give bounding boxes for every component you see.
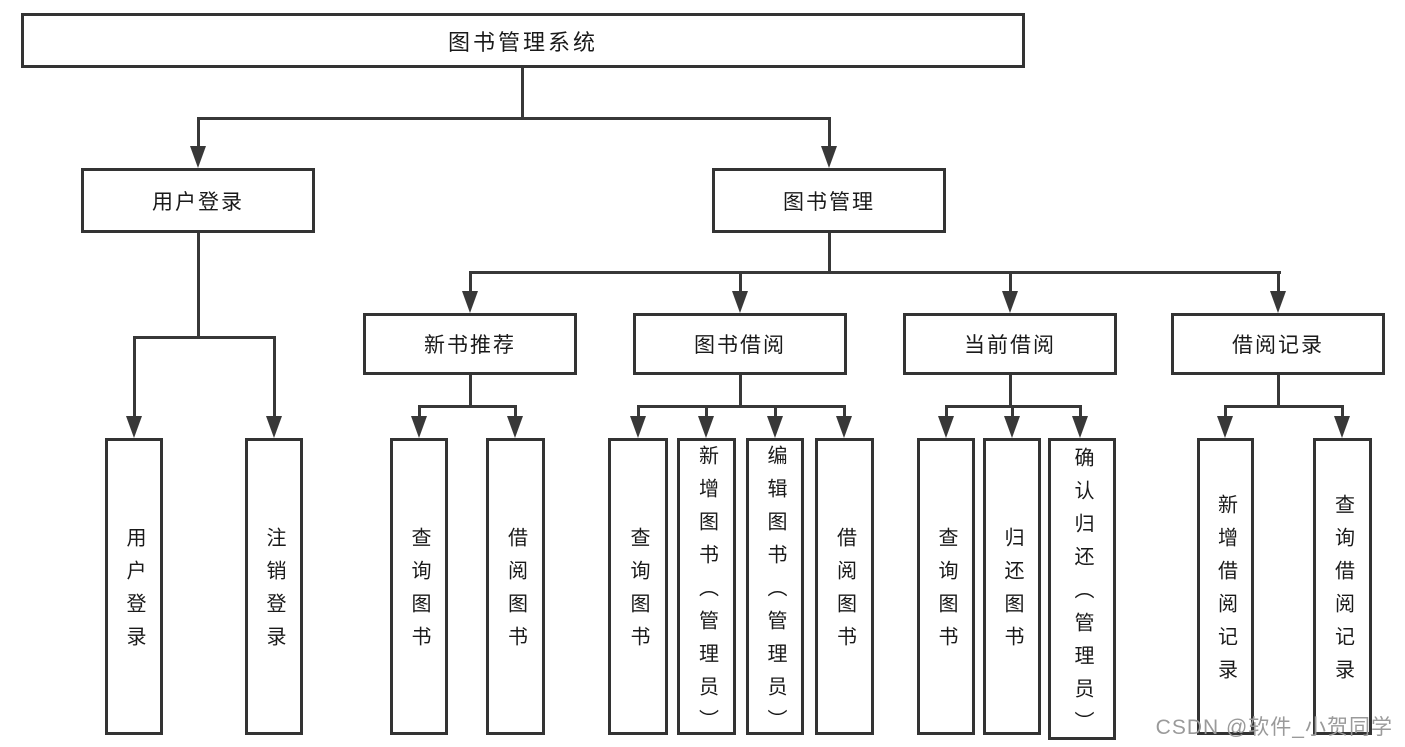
connector-line <box>469 375 472 408</box>
leaf-bb-edit-books-admin-label: 编辑图书（管理员） <box>764 444 786 742</box>
leaf-user-login: 用户登录 <box>105 438 163 735</box>
connector-line <box>1224 405 1344 408</box>
connector-line <box>774 405 777 420</box>
connector-line <box>469 271 1281 274</box>
connector-line <box>637 405 846 408</box>
connector-line <box>197 117 831 120</box>
arrowhead-down-icon <box>821 146 837 168</box>
leaf-logout: 注销登录 <box>245 438 303 735</box>
leaf-cb-return-books: 归还图书 <box>983 438 1041 735</box>
connector-line <box>514 405 517 420</box>
leaf-bb-borrow-books-label: 借阅图书 <box>833 527 856 659</box>
connector-line <box>828 233 831 274</box>
leaf-bb-add-books-admin: 新增图书（管理员） <box>677 438 736 742</box>
leaf-nbr-query-books: 查询图书 <box>390 438 448 735</box>
connector-line <box>739 271 742 296</box>
connector-line <box>1341 405 1344 420</box>
arrowhead-down-icon <box>507 416 523 438</box>
leaf-br-query-record: 查询借阅记录 <box>1313 438 1372 735</box>
arrowhead-down-icon <box>462 291 478 313</box>
node-user-login: 用户登录 <box>81 168 315 233</box>
connector-line <box>1009 271 1012 296</box>
csdn-watermark: CSDN @软件_小贺同学 <box>1155 716 1393 739</box>
leaf-logout-label: 注销登录 <box>263 527 285 659</box>
connector-line <box>637 405 640 420</box>
connector-line <box>1277 375 1280 408</box>
node-book-borrow: 图书借阅 <box>633 313 847 375</box>
connector-line <box>1224 405 1227 420</box>
leaf-cb-query-books-label: 查询图书 <box>935 527 957 659</box>
connector-line <box>828 117 831 150</box>
node-new-book-recommend: 新书推荐 <box>363 313 577 375</box>
node-root-label: 图书管理系统 <box>447 29 598 55</box>
connector-line <box>418 405 421 420</box>
leaf-nbr-borrow-books-label: 借阅图书 <box>504 527 527 659</box>
node-book-management-label: 图书管理 <box>783 190 875 214</box>
arrowhead-down-icon <box>1004 416 1020 438</box>
arrowhead-down-icon <box>698 416 714 438</box>
arrowhead-down-icon <box>411 416 427 438</box>
arrowhead-down-icon <box>836 416 852 438</box>
leaf-bb-borrow-books: 借阅图书 <box>815 438 874 735</box>
leaf-bb-edit-books-admin: 编辑图书（管理员） <box>746 438 804 742</box>
leaf-br-add-record-label: 新增借阅记录 <box>1214 494 1237 692</box>
connector-line <box>469 271 472 296</box>
connector-line <box>1277 271 1280 296</box>
arrowhead-down-icon <box>1334 416 1350 438</box>
node-borrow-records-label: 借阅记录 <box>1232 334 1324 357</box>
arrowhead-down-icon <box>1270 291 1286 313</box>
connector-line <box>945 405 948 420</box>
node-current-borrow: 当前借阅 <box>903 313 1117 375</box>
leaf-cb-confirm-return-admin-label: 确认归还（管理员） <box>1071 447 1093 744</box>
leaf-cb-query-books: 查询图书 <box>917 438 975 735</box>
arrowhead-down-icon <box>266 416 282 438</box>
leaf-nbr-query-books-label: 查询图书 <box>408 527 430 659</box>
arrowhead-down-icon <box>732 291 748 313</box>
connector-line <box>739 375 742 408</box>
connector-line <box>418 405 517 408</box>
connector-line <box>843 405 846 420</box>
node-book-management: 图书管理 <box>712 168 946 233</box>
arrowhead-down-icon <box>1072 416 1088 438</box>
leaf-cb-confirm-return-admin: 确认归还（管理员） <box>1048 438 1116 744</box>
node-borrow-records: 借阅记录 <box>1171 313 1385 375</box>
arrowhead-down-icon <box>938 416 954 438</box>
connector-line <box>133 336 276 339</box>
arrowhead-down-icon <box>630 416 646 438</box>
node-new-book-recommend-label: 新书推荐 <box>424 334 516 357</box>
arrowhead-down-icon <box>1217 416 1233 438</box>
connector-line <box>273 336 276 420</box>
connector-line <box>197 233 200 338</box>
leaf-bb-query-books: 查询图书 <box>608 438 668 735</box>
leaf-bb-add-books-admin-label: 新增图书（管理员） <box>695 444 718 742</box>
connector-line <box>133 336 136 420</box>
connector-line <box>1011 405 1014 420</box>
leaf-bb-query-books-label: 查询图书 <box>627 527 649 659</box>
connector-line <box>197 117 200 150</box>
leaf-br-query-record-label: 查询借阅记录 <box>1331 494 1354 692</box>
node-user-login-label: 用户登录 <box>152 190 244 214</box>
connector-line <box>521 68 524 120</box>
arrowhead-down-icon <box>767 416 783 438</box>
leaf-nbr-borrow-books: 借阅图书 <box>486 438 545 735</box>
node-current-borrow-label: 当前借阅 <box>964 334 1056 357</box>
connector-line <box>1079 405 1082 420</box>
arrowhead-down-icon <box>1002 291 1018 313</box>
leaf-br-add-record: 新增借阅记录 <box>1197 438 1254 735</box>
node-root: 图书管理系统 <box>21 13 1025 68</box>
leaf-cb-return-books-label: 归还图书 <box>1001 527 1023 659</box>
arrowhead-down-icon <box>190 146 206 168</box>
leaf-user-login-label: 用户登录 <box>123 527 145 659</box>
connector-line <box>705 405 708 420</box>
connector-line <box>1009 375 1012 408</box>
arrowhead-down-icon <box>126 416 142 438</box>
node-book-borrow-label: 图书借阅 <box>694 334 786 357</box>
